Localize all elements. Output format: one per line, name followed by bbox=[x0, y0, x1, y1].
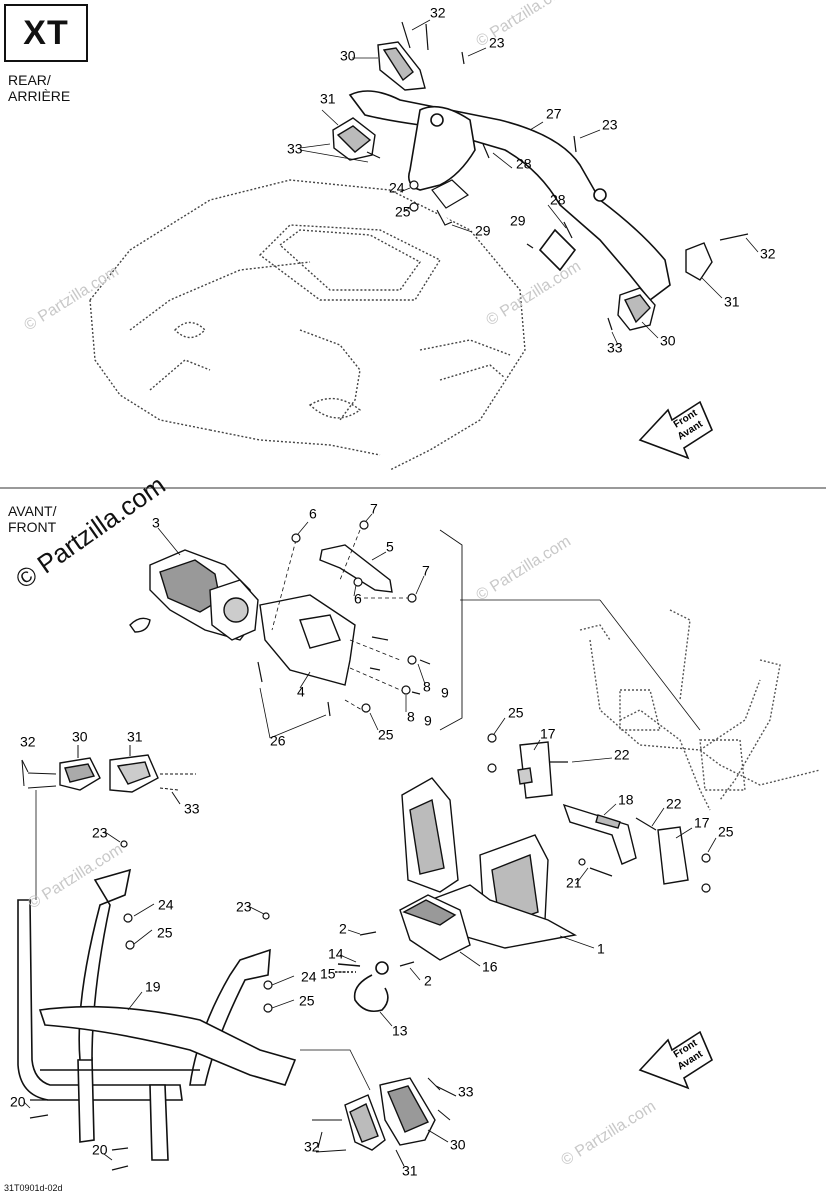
bumper-hardware bbox=[29, 840, 273, 1171]
callout-28: 28 bbox=[550, 192, 566, 208]
callout-25: 25 bbox=[299, 993, 315, 1009]
front-direction-arrow-top: Front Avant bbox=[638, 400, 714, 460]
callout-26: 26 bbox=[270, 733, 286, 749]
callout-16: 16 bbox=[482, 959, 498, 975]
callout-32: 32 bbox=[430, 5, 446, 21]
callout-9: 9 bbox=[441, 685, 449, 701]
callout-25: 25 bbox=[157, 925, 173, 941]
mount-leader-lines bbox=[493, 717, 717, 885]
callout-7: 7 bbox=[370, 501, 378, 517]
callout-32: 32 bbox=[20, 734, 36, 750]
callout-6: 6 bbox=[309, 506, 317, 522]
callout-31: 31 bbox=[402, 1163, 418, 1179]
bracket-5 bbox=[319, 544, 393, 593]
callout-21: 21 bbox=[566, 875, 582, 891]
callout-2: 2 bbox=[339, 921, 347, 937]
callout-33: 33 bbox=[607, 340, 623, 356]
callout-14: 14 bbox=[328, 946, 344, 962]
callout-27: 27 bbox=[546, 106, 562, 122]
front-clamps-lower-hw bbox=[312, 1077, 457, 1167]
callout-30: 30 bbox=[450, 1137, 466, 1153]
winch-3 bbox=[129, 549, 259, 641]
callout-31: 31 bbox=[127, 729, 143, 745]
front-clamps-lower bbox=[344, 1077, 436, 1151]
bumper-leader-lines bbox=[23, 790, 371, 1161]
callout-23: 23 bbox=[236, 899, 252, 915]
callout-3: 3 bbox=[152, 515, 160, 531]
winch-leader-lines bbox=[157, 513, 701, 739]
callout-17: 17 bbox=[540, 726, 556, 742]
callout-29: 29 bbox=[510, 213, 526, 229]
callout-33: 33 bbox=[287, 141, 303, 157]
callout-25: 25 bbox=[378, 727, 394, 743]
callout-18: 18 bbox=[618, 792, 634, 808]
callout-4: 4 bbox=[297, 684, 305, 700]
callout-28: 28 bbox=[516, 156, 532, 172]
winch-guard-1 bbox=[399, 777, 578, 961]
callout-24: 24 bbox=[389, 180, 405, 196]
front-label: AVANT/ FRONT bbox=[8, 503, 57, 535]
callout-30: 30 bbox=[340, 48, 356, 64]
callout-31: 31 bbox=[320, 91, 336, 107]
winch-group-bracket bbox=[439, 529, 463, 731]
hook-13 bbox=[335, 961, 389, 1013]
callout-19: 19 bbox=[145, 979, 161, 995]
callout-6: 6 bbox=[354, 591, 362, 607]
callout-25: 25 bbox=[718, 824, 734, 840]
callout-17: 17 bbox=[694, 815, 710, 831]
callout-29: 29 bbox=[475, 223, 491, 239]
guard-hardware bbox=[359, 931, 415, 967]
callout-8: 8 bbox=[423, 679, 431, 695]
callout-20: 20 bbox=[10, 1094, 26, 1110]
callout-30: 30 bbox=[660, 333, 676, 349]
front-direction-arrow-bottom: Front Avant bbox=[638, 1030, 714, 1090]
callout-7: 7 bbox=[422, 563, 430, 579]
callout-23: 23 bbox=[602, 117, 618, 133]
callout-30: 30 bbox=[72, 729, 88, 745]
callout-1: 1 bbox=[597, 941, 605, 957]
callout-22: 22 bbox=[614, 747, 630, 763]
model-badge: XT bbox=[4, 4, 88, 62]
callout-8: 8 bbox=[407, 709, 415, 725]
callout-24: 24 bbox=[158, 897, 174, 913]
callout-33: 33 bbox=[184, 801, 200, 817]
callout-25: 25 bbox=[508, 705, 524, 721]
front-clamps-left-hw bbox=[21, 745, 196, 805]
callout-23: 23 bbox=[92, 825, 108, 841]
winch-hardware bbox=[257, 520, 431, 717]
rear-leader-lines bbox=[299, 19, 759, 346]
guard-leader-lines bbox=[336, 929, 595, 1027]
winch-plate-4 bbox=[259, 594, 356, 686]
winch-assembly-lines bbox=[271, 529, 410, 711]
rear-fender-body bbox=[89, 179, 526, 471]
mount-brackets bbox=[517, 741, 689, 885]
callout-33: 33 bbox=[458, 1084, 474, 1100]
callout-2: 2 bbox=[424, 973, 432, 989]
front-clamps-left bbox=[59, 754, 159, 793]
callout-20: 20 bbox=[92, 1142, 108, 1158]
rear-label: REAR/ ARRIÈRE bbox=[8, 72, 71, 104]
callout-9: 9 bbox=[424, 713, 432, 729]
front-bumper-19 bbox=[17, 868, 297, 1161]
rear-clamps bbox=[332, 41, 713, 331]
callout-23: 23 bbox=[489, 35, 505, 51]
callout-32: 32 bbox=[760, 246, 776, 262]
callout-13: 13 bbox=[392, 1023, 408, 1039]
callout-31: 31 bbox=[724, 294, 740, 310]
callout-25: 25 bbox=[395, 204, 411, 220]
rear-rack-27 bbox=[348, 90, 671, 302]
mount-hardware bbox=[487, 733, 711, 893]
callout-32: 32 bbox=[304, 1139, 320, 1155]
rear-hardware bbox=[366, 21, 749, 331]
front-frame-dotted bbox=[579, 609, 821, 811]
callout-22: 22 bbox=[666, 796, 682, 812]
callout-24: 24 bbox=[301, 969, 317, 985]
callout-15: 15 bbox=[320, 966, 336, 982]
drawing-code: 31T0901d-02d bbox=[4, 1183, 63, 1193]
callout-5: 5 bbox=[386, 539, 394, 555]
